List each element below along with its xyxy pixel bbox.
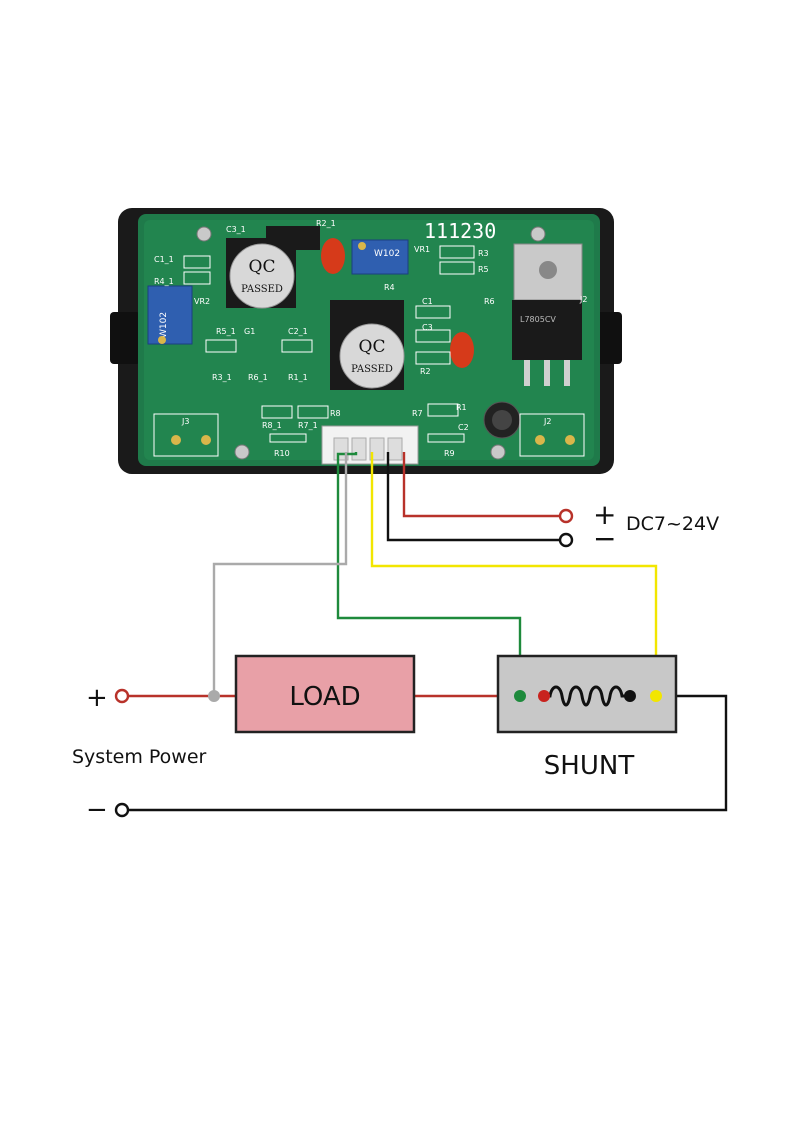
wire-yellow-sense — [370, 452, 658, 696]
smd-components — [183, 245, 475, 443]
svg-text:PASSED: PASSED — [351, 364, 393, 375]
svg-text:C3_1: C3_1 — [226, 225, 246, 234]
svg-text:C2: C2 — [458, 423, 469, 432]
svg-text:W102: W102 — [374, 249, 400, 259]
svg-text:R4_1: R4_1 — [154, 277, 174, 286]
svg-text:R6_1: R6_1 — [248, 373, 268, 382]
svg-text:R1: R1 — [456, 403, 467, 412]
system-minus-terminal — [114, 802, 130, 818]
svg-text:R7_1: R7_1 — [298, 421, 318, 430]
svg-text:R2_1: R2_1 — [316, 219, 336, 228]
terminal-j3 — [153, 413, 219, 457]
system-power-label: System Power — [72, 746, 207, 768]
system-minus-sign: − — [86, 795, 108, 825]
gray-junction — [208, 690, 220, 702]
shunt-resistor-coil — [544, 685, 630, 707]
screw — [196, 226, 212, 242]
svg-text:QC: QC — [359, 337, 386, 357]
wire-black-supply — [386, 452, 560, 542]
svg-text:R4: R4 — [384, 283, 395, 292]
wire-black-return — [128, 694, 728, 812]
load-label: LOAD — [289, 682, 360, 712]
svg-text:J2: J2 — [579, 295, 587, 304]
screw — [490, 444, 506, 460]
svg-text:R8: R8 — [330, 409, 341, 418]
qc-sticker: QC PASSED — [229, 243, 295, 309]
dc-minus-sign: − — [593, 522, 616, 555]
screw — [234, 444, 250, 460]
svg-text:C1: C1 — [422, 297, 433, 306]
shunt-red-junction — [538, 690, 550, 702]
dc-plus-sign: + — [593, 498, 616, 531]
capacitor — [321, 238, 345, 274]
wire-green-sense — [336, 452, 522, 696]
potentiometer: W102 — [147, 285, 193, 345]
svg-text:R3: R3 — [478, 249, 489, 258]
svg-text:R9: R9 — [444, 449, 455, 458]
shunt-label: SHUNT — [544, 751, 635, 781]
dc-voltage-label: DC7~24V — [626, 513, 719, 535]
shunt-yellow-junction — [650, 690, 662, 702]
svg-text:C1_1: C1_1 — [154, 255, 174, 264]
svg-text:R6: R6 — [484, 297, 495, 306]
qc-sticker: QC PASSED — [339, 323, 405, 389]
shunt-green-junction — [514, 690, 526, 702]
svg-text:PASSED: PASSED — [241, 284, 283, 295]
svg-text:R1_1: R1_1 — [288, 373, 308, 382]
svg-text:C2_1: C2_1 — [288, 327, 308, 336]
terminal-j2 — [519, 413, 585, 457]
board-code: 111230 — [424, 219, 496, 243]
svg-text:J3: J3 — [181, 417, 189, 426]
svg-text:VR2: VR2 — [194, 297, 210, 306]
svg-text:QC: QC — [249, 257, 276, 277]
svg-text:R3_1: R3_1 — [212, 373, 232, 382]
svg-text:VR1: VR1 — [414, 245, 430, 254]
svg-text:R10: R10 — [274, 449, 290, 458]
shunt-box — [496, 654, 678, 734]
pcb-module: 111230 QC PASSED QC PASSED W102 W102 — [110, 208, 622, 474]
wires — [128, 452, 728, 812]
svg-text:R5: R5 — [478, 265, 489, 274]
svg-text:W102: W102 — [159, 312, 169, 338]
svg-text:R7: R7 — [412, 409, 423, 418]
svg-text:J2: J2 — [543, 417, 551, 426]
voltage-regulator: L7805CV — [512, 243, 583, 386]
svg-text:L7805CV: L7805CV — [520, 315, 556, 324]
system-plus-sign: + — [86, 683, 108, 713]
svg-text:C3: C3 — [422, 323, 433, 332]
svg-text:G1: G1 — [244, 327, 255, 336]
potentiometer: W102 — [351, 239, 409, 275]
system-plus-terminal — [114, 688, 130, 704]
dc-minus-terminal — [558, 532, 574, 548]
wire-red-supply — [402, 452, 560, 518]
four-pin-connector — [321, 425, 419, 465]
svg-text:R2: R2 — [420, 367, 431, 376]
wire-gray-voltage — [212, 452, 348, 696]
shunt-black-junction — [624, 690, 636, 702]
screw — [530, 226, 546, 242]
dc-plus-terminal — [558, 508, 574, 524]
capacitor — [450, 332, 474, 368]
left-clip — [110, 312, 140, 364]
load-box — [234, 654, 416, 734]
svg-text:R5_1: R5_1 — [216, 327, 236, 336]
svg-text:R8_1: R8_1 — [262, 421, 282, 430]
